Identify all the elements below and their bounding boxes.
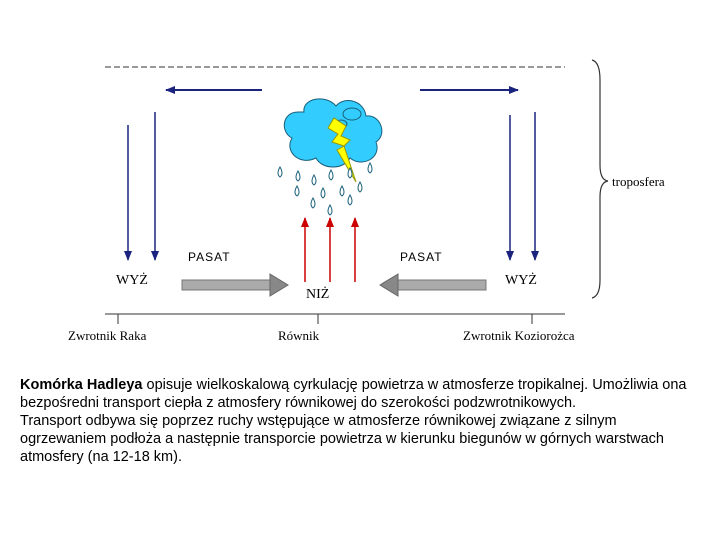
trade-wind-label-left: PASAT <box>188 250 231 264</box>
caption-paragraph-2: Transport odbywa się poprzez ruchy wstęp… <box>20 413 664 465</box>
caption-term: Komórka Hadleya <box>20 377 143 393</box>
rain-drops-icon <box>277 161 373 216</box>
caption-text: Komórka Hadleya opisuje wielkoskalową cy… <box>20 376 700 466</box>
trade-wind-arrow-left <box>181 273 289 297</box>
troposphere-label: troposfera <box>612 174 665 189</box>
troposphere-brace <box>591 59 609 299</box>
lightning-bolt-icon <box>327 117 357 183</box>
trade-wind-arrow-right <box>379 273 487 297</box>
low-pressure-label: NIŻ <box>306 286 329 302</box>
equator-label: Równik <box>278 328 320 343</box>
caption-paragraph-1: Komórka Hadleya opisuje wielkoskalową cy… <box>20 376 700 412</box>
hadley-cell-diagram: troposfera PASAT PASAT WYŻ WYŻ NIŻ Zwrot… <box>68 59 665 343</box>
storm-cloud-icon <box>283 98 383 168</box>
caption-sentence-1: opisuje wielkoskalową cyrkulację powietr… <box>20 377 687 411</box>
tropic-capricorn-label: Zwrotnik Koziorożca <box>463 328 575 343</box>
high-pressure-label-left: WYŻ <box>116 272 148 288</box>
tropic-cancer-label: Zwrotnik Raka <box>68 328 147 343</box>
high-pressure-label-right: WYŻ <box>505 272 537 288</box>
trade-wind-label-right: PASAT <box>400 250 443 264</box>
